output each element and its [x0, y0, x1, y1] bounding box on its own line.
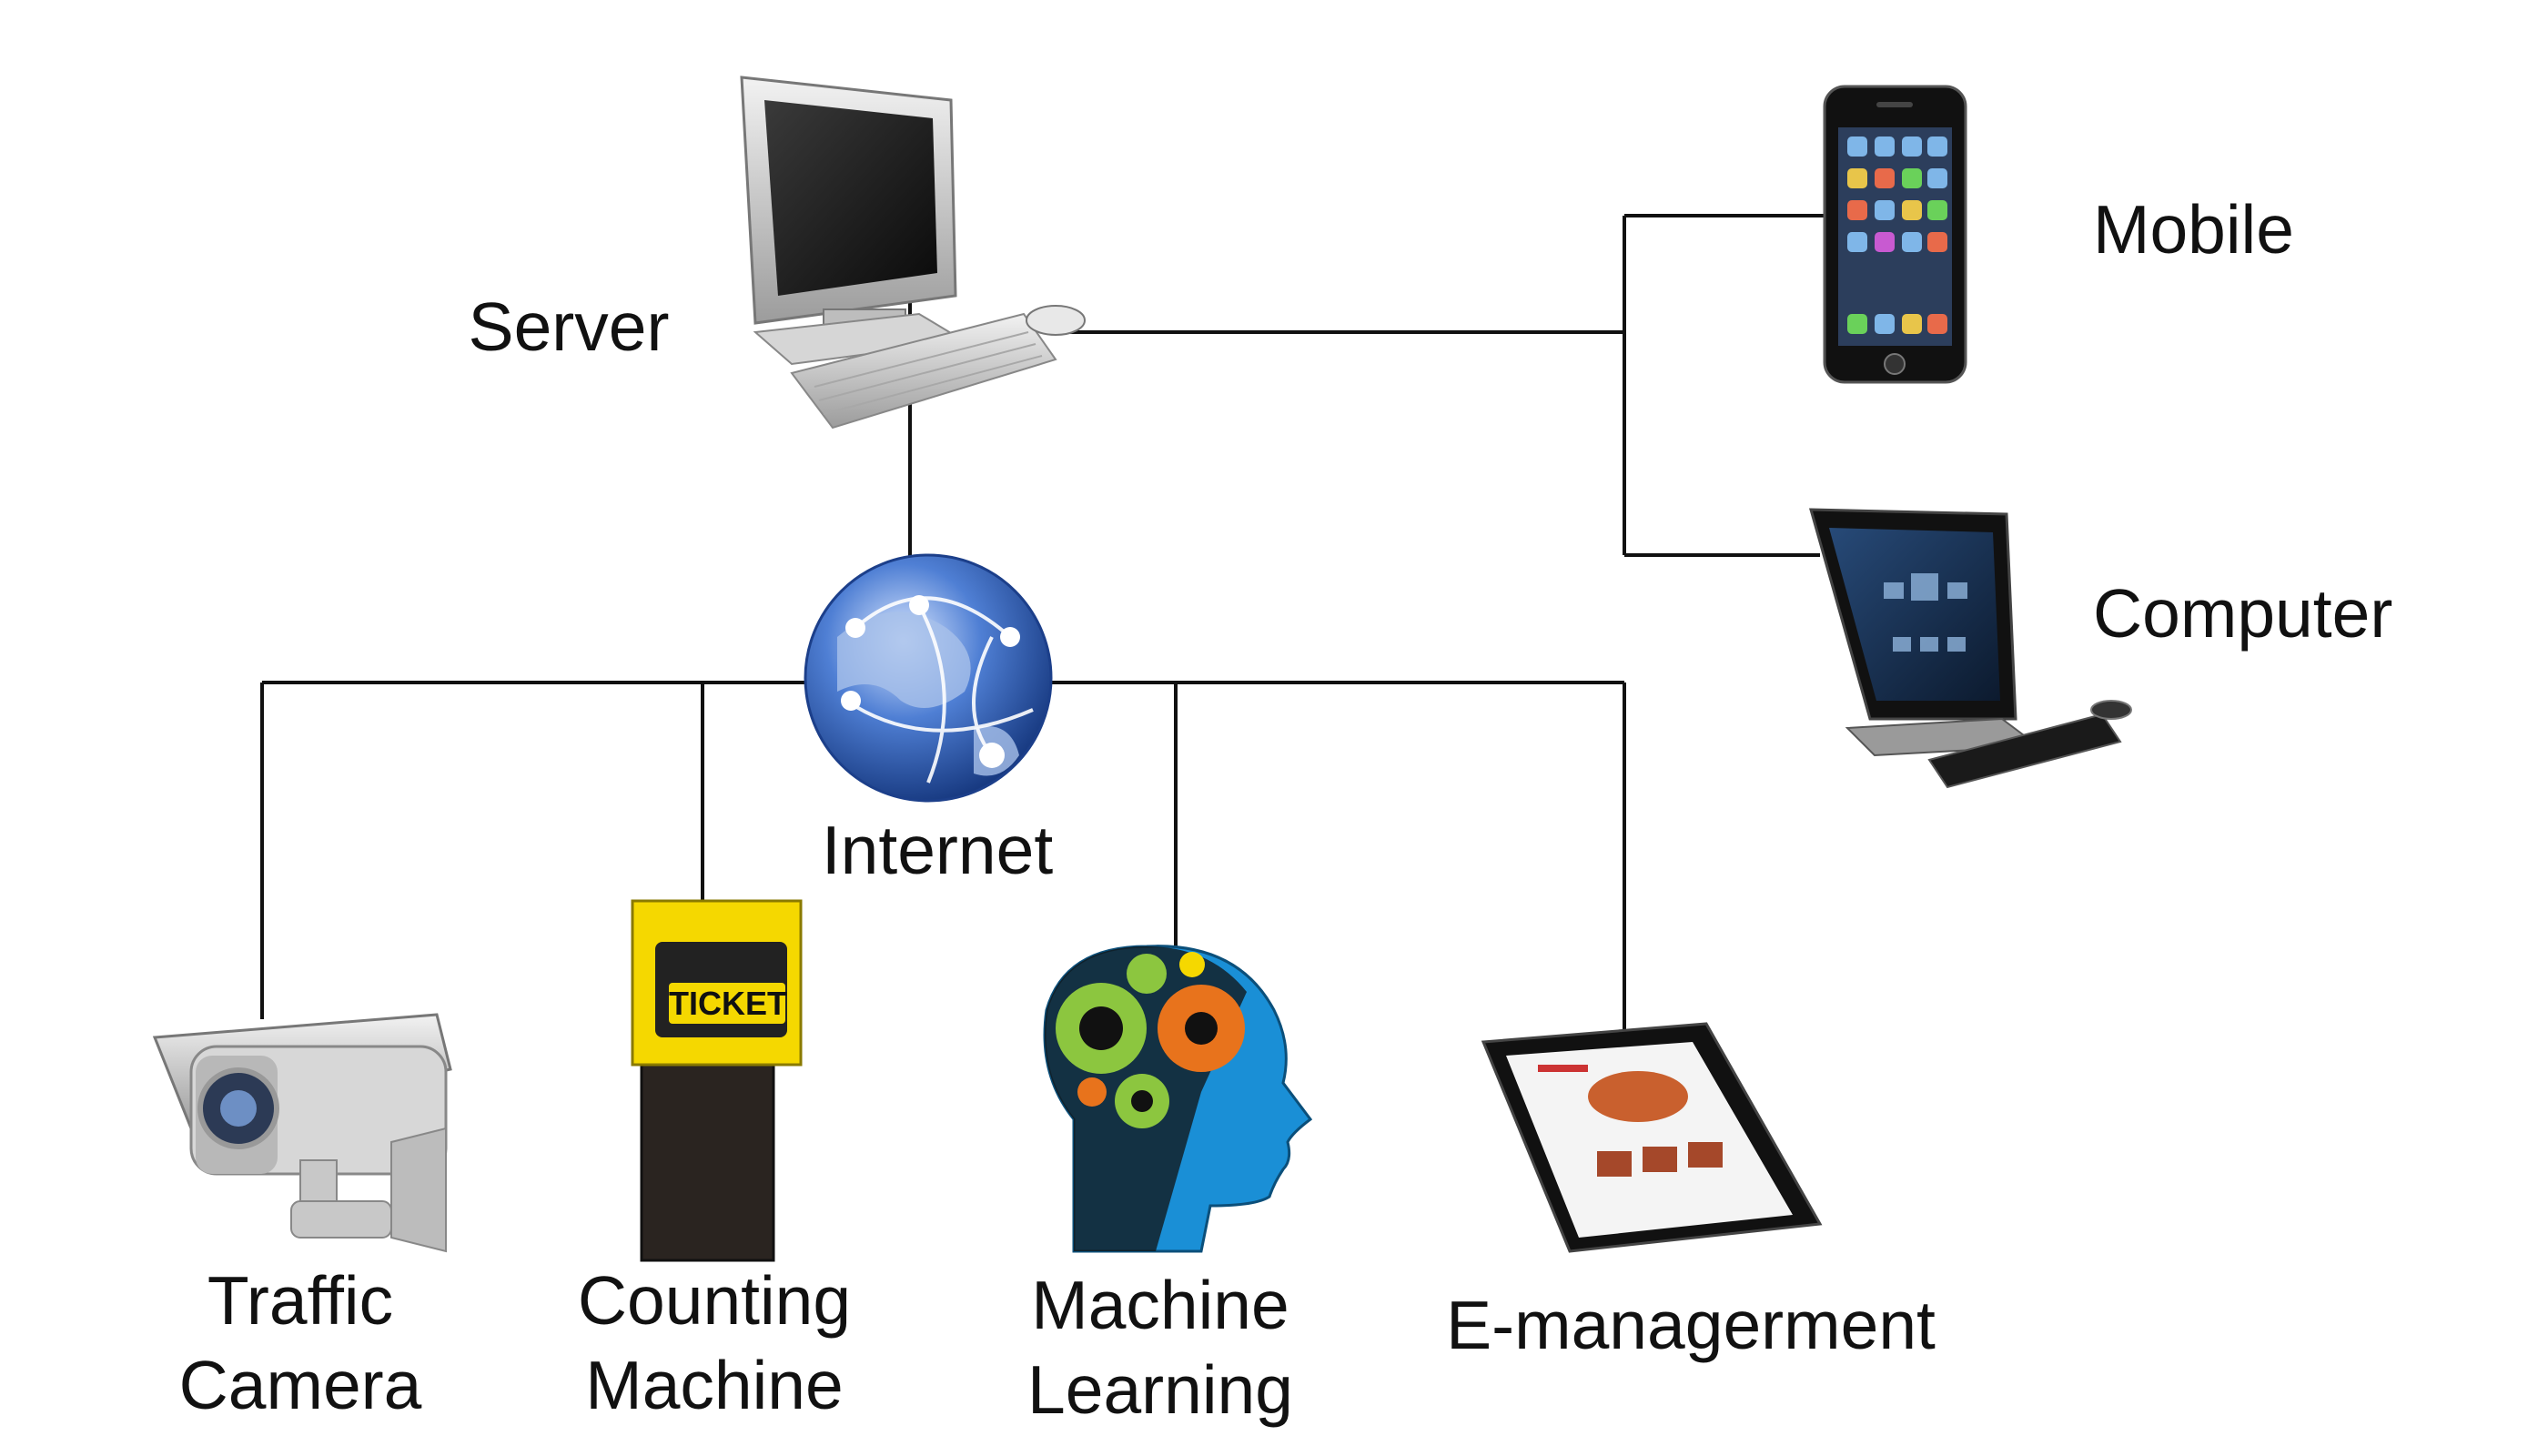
server-computer-icon	[740, 76, 1086, 430]
machine-learning-label: Machine	[1031, 1267, 1289, 1343]
computer-label: Computer	[2093, 575, 2392, 652]
mobile-label: Mobile	[2093, 191, 2294, 268]
traffic-camera-label: Traffic	[207, 1262, 393, 1339]
globe-icon	[804, 553, 1053, 803]
gear-orange	[1158, 985, 1245, 1072]
internet-label: Internet	[822, 812, 1053, 888]
security-camera-icon	[152, 1013, 452, 1253]
ticket-machine-icon: TICKET	[631, 899, 803, 1262]
smartphone-icon	[1823, 85, 1967, 384]
svg-text:TICKET: TICKET	[669, 985, 787, 1022]
all-in-one-computer-icon	[1809, 508, 2132, 789]
counting-machine-label: Counting	[578, 1262, 851, 1339]
server-label: Server	[469, 288, 670, 365]
machine-learning-label-line2: Learning	[1027, 1351, 1293, 1428]
e-management-label: E-managerment	[1446, 1287, 1936, 1363]
traffic-camera-label-line2: Camera	[179, 1347, 422, 1423]
tablet-icon	[1481, 1022, 1823, 1253]
counting-machine-label-line2: Machine	[585, 1347, 843, 1423]
gear-head-icon	[1043, 945, 1313, 1253]
